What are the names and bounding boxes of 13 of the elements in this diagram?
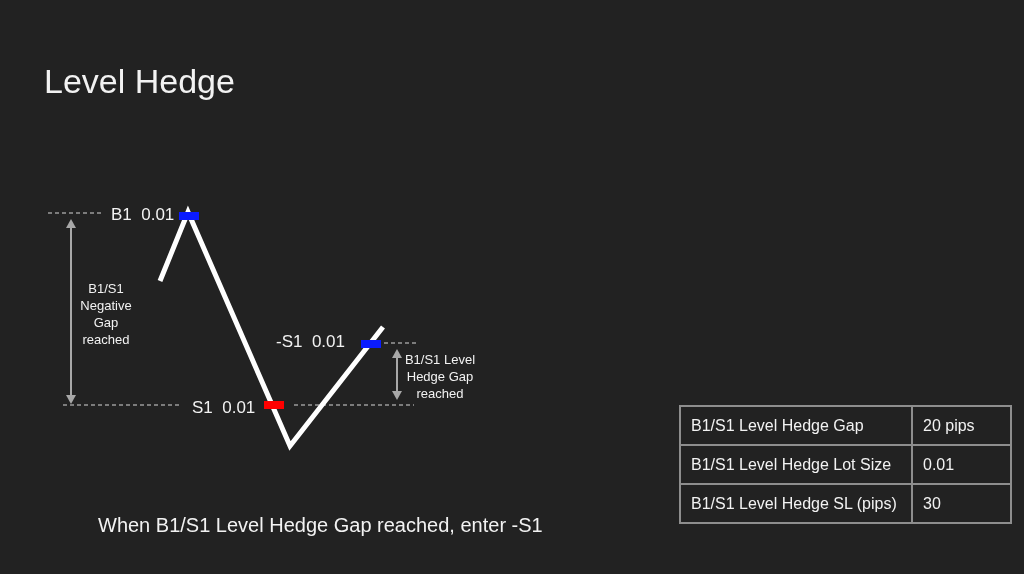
slide-title: Level Hedge (44, 61, 235, 102)
table-cell: B1/S1 Level Hedge Lot Size (680, 445, 912, 484)
order-label: S1 0.01 (192, 397, 256, 419)
gap-note: B1/S1 Negative Gap reached (79, 280, 133, 348)
caption: When B1/S1 Level Hedge Gap reached, enter -S1 (98, 513, 543, 538)
order-label: B1 0.01 (111, 204, 175, 226)
table-cell: 30 (912, 484, 1011, 523)
gap-note: B1/S1 Level Hedge Gap reached (403, 351, 477, 402)
table-cell: 20 pips (912, 406, 1011, 445)
order-label: -S1 0.01 (276, 331, 345, 353)
table-cell: 0.01 (912, 445, 1011, 484)
table-cell: B1/S1 Level Hedge SL (pips) (680, 484, 912, 523)
table-cell: B1/S1 Level Hedge Gap (680, 406, 912, 445)
